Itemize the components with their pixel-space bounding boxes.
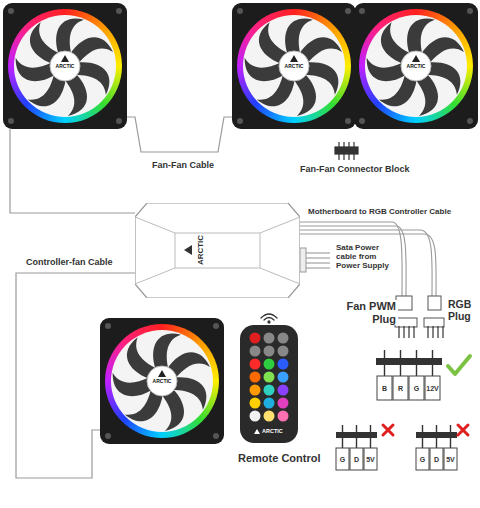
pin-name: R [398, 385, 403, 392]
wireless-icon [261, 314, 277, 323]
pin-name: G [414, 385, 419, 392]
cable-label: Controller-fan Cable [24, 257, 115, 267]
fan: ARCTIC [100, 318, 224, 444]
logo-text: ARCTIC [354, 64, 478, 69]
correct-header [376, 350, 470, 400]
logo-text: ARCTIC [232, 64, 356, 69]
part-label: Fan PWM Plug [336, 300, 398, 325]
logo-text: ARCTIC [197, 235, 205, 265]
pin-name: 5V [366, 456, 375, 463]
logo-text: ARCTIC [262, 429, 283, 435]
part-label: Fan-Fan Connector Block [298, 164, 412, 174]
logo-text: ARCTIC [100, 379, 224, 384]
cable-label: Fan-Fan Cable [150, 160, 216, 170]
remote-control: ARCTIC [240, 325, 298, 443]
sata-power-cable [300, 248, 330, 272]
part-label: Motherboard to RGB Controller Cable [306, 207, 453, 216]
fan-pwm-plug [395, 296, 417, 338]
fan-fan-connector-block [335, 142, 358, 160]
cable [127, 117, 232, 152]
fan: ARCTIC [354, 3, 478, 129]
pin-name: G [340, 456, 345, 463]
remote-body [240, 325, 298, 443]
part-label: Sata Power cable from Power Supply [334, 243, 398, 271]
controller-housing [135, 203, 300, 298]
wrong-header-left [336, 425, 393, 470]
controller-cables [300, 222, 436, 296]
cable [10, 129, 135, 213]
pin-name: D [354, 456, 359, 463]
rgb-controller: ARCTIC [135, 203, 300, 298]
pin-name: 12V [426, 385, 438, 392]
logo-text: ARCTIC [3, 64, 127, 69]
part-label: RGB Plug [446, 298, 480, 322]
pin-name: G [420, 456, 425, 463]
pin-name: D [434, 456, 439, 463]
pin-name: B [382, 385, 387, 392]
fan: ARCTIC [3, 3, 127, 129]
pin-name: 5V [446, 456, 455, 463]
fan: ARCTIC [232, 3, 356, 129]
wrong-header-right [416, 425, 468, 470]
part-label: Remote Control [236, 452, 323, 465]
rgb-plug [424, 296, 444, 338]
